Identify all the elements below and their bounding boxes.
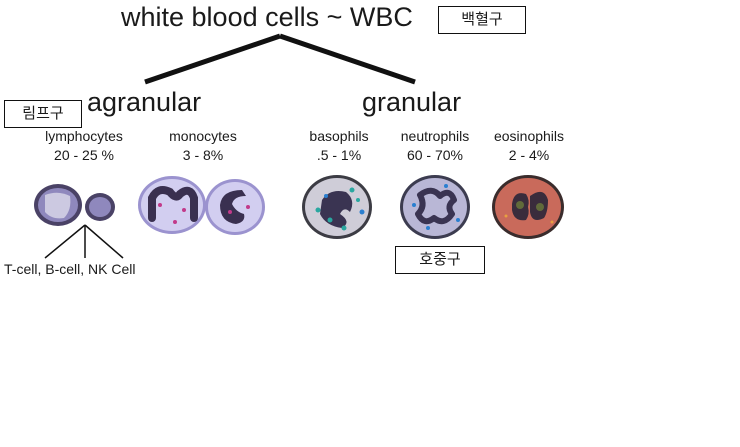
cell-percent-monocytes: 3 - 8% (182, 147, 224, 163)
lymph-line-right (84, 224, 124, 259)
branch-line-agranular (144, 33, 281, 85)
title-korean-box: 백혈구 (438, 6, 526, 34)
cell-percent-basophils: .5 - 1% (316, 147, 362, 163)
lymphocyte-cell-large (34, 184, 82, 226)
granular-label: granular (362, 87, 462, 117)
branch-line-granular (279, 33, 416, 85)
cell-name-neutrophils: neutrophils (400, 128, 470, 144)
basophil-cell (302, 175, 372, 239)
eosinophil-cell (492, 175, 564, 239)
lymphocyte-cell-small (85, 193, 115, 221)
cell-name-lymphocytes: lymphocytes (45, 128, 123, 144)
cell-name-eosinophils: eosinophils (493, 128, 565, 144)
neutrophil-cell (400, 175, 470, 239)
monocyte-cell-1 (138, 176, 206, 234)
agranular-label: agranular (87, 87, 202, 117)
monocyte-cell-2 (205, 179, 265, 235)
cell-percent-neutrophils: 60 - 70% (406, 147, 464, 163)
cell-name-basophils: basophils (309, 128, 369, 144)
diagram-title: white blood cells ~ WBC (121, 2, 413, 32)
cell-name-monocytes: monocytes (169, 128, 237, 144)
cell-percent-lymphocytes: 20 - 25 % (54, 147, 114, 163)
lymphocyte-types-label: T-cell, B-cell, NK Cell (4, 261, 136, 277)
lymph-line-left (44, 224, 86, 259)
neutrophil-korean-box: 호중구 (395, 246, 485, 274)
cell-percent-eosinophils: 2 - 4% (508, 147, 550, 163)
agranular-korean-box: 림프구 (4, 100, 82, 128)
